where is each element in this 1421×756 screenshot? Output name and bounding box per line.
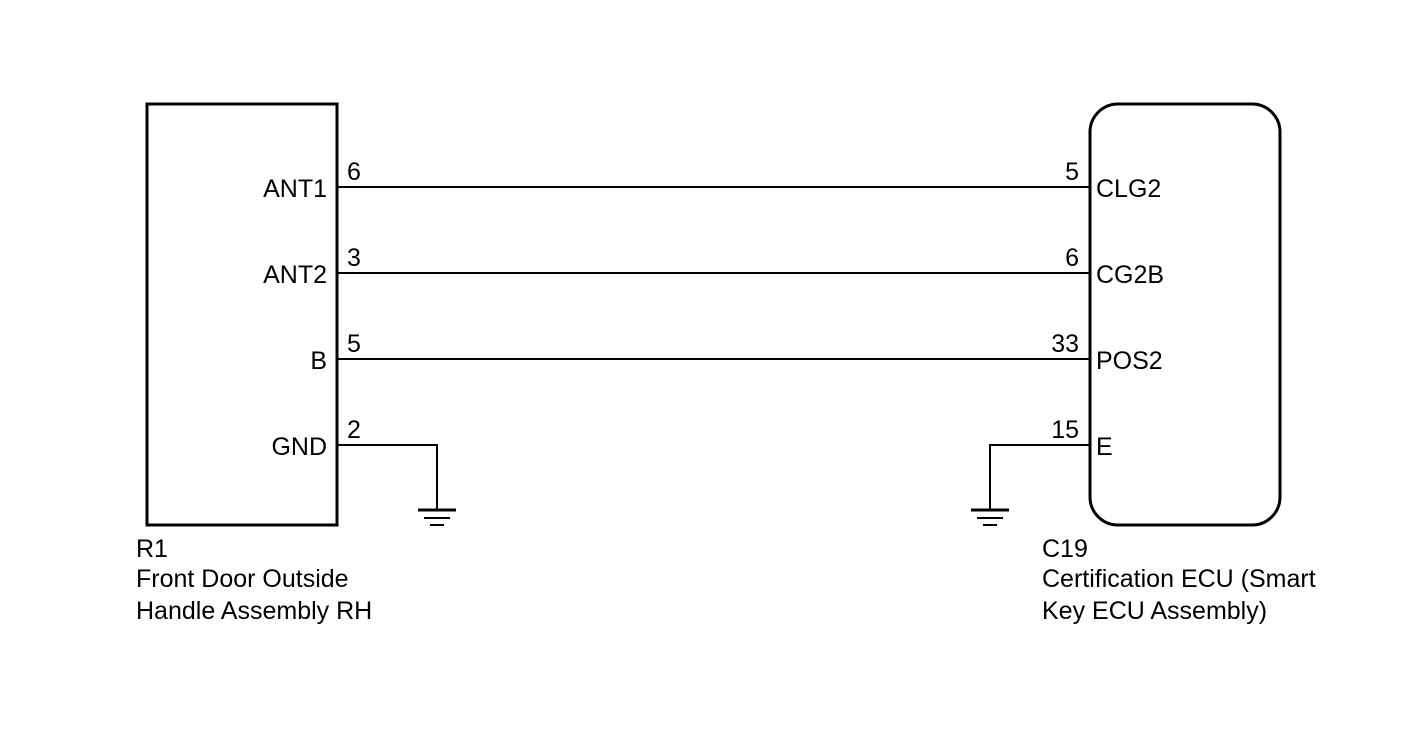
- left-pin-label: ANT1: [263, 175, 327, 203]
- right-component-name-line2: Key ECU Assembly): [1042, 597, 1267, 625]
- ground-symbol-right: [971, 508, 1009, 526]
- right-pin-label: E: [1096, 433, 1113, 461]
- right-pin-number: 15: [1051, 416, 1079, 444]
- left-pin-label: ANT2: [263, 261, 327, 289]
- left-pin-label: B: [310, 347, 327, 375]
- left-component-name-line2: Handle Assembly RH: [136, 597, 372, 625]
- left-component-name-line1: Front Door Outside: [136, 565, 349, 593]
- right-pin-label: CG2B: [1096, 261, 1164, 289]
- left-pin-number: 6: [347, 158, 361, 186]
- right-pin-label: POS2: [1096, 347, 1163, 375]
- ground-symbol-left: [418, 508, 456, 526]
- wire-e-ground: [989, 444, 1090, 510]
- left-pin-label: GND: [271, 433, 327, 461]
- right-pin-number: 6: [1065, 244, 1079, 272]
- left-pin-number: 5: [347, 330, 361, 358]
- c19-component-box: [1088, 102, 1282, 527]
- r1-component-box: [145, 102, 339, 527]
- right-pin-number: 5: [1065, 158, 1079, 186]
- left-pin-number: 2: [347, 416, 361, 444]
- right-pin-number: 33: [1051, 330, 1079, 358]
- right-component-name-line1: Certification ECU (Smart: [1042, 565, 1316, 593]
- right-component-code: C19: [1042, 535, 1088, 563]
- left-pin-number: 3: [347, 244, 361, 272]
- wire-gnd-ground: [337, 444, 438, 510]
- right-pin-label: CLG2: [1096, 175, 1161, 203]
- left-component-code: R1: [136, 535, 168, 563]
